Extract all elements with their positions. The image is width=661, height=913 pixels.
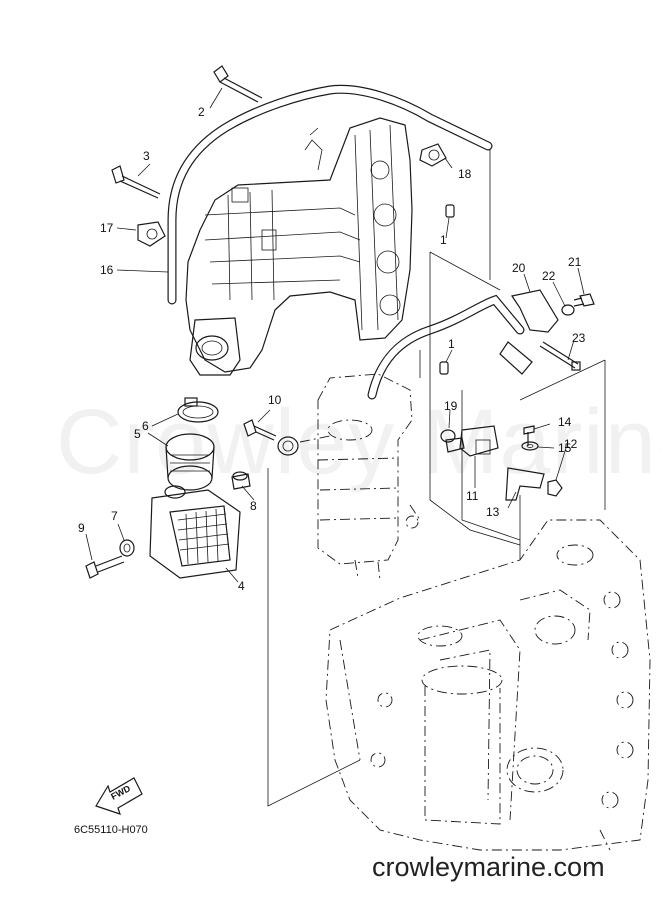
callout-6-visible: 6	[142, 419, 149, 433]
callout-15: 15	[558, 441, 572, 455]
callout-1-lower: 1	[448, 337, 455, 351]
callout-23: 23	[572, 331, 586, 345]
callout-7: 7	[111, 509, 118, 523]
bracket-13	[505, 467, 545, 501]
hose-clamp-6	[177, 397, 219, 423]
callout-10: 10	[268, 393, 282, 407]
callout-9: 9	[78, 521, 85, 535]
callout-12: 12	[564, 437, 578, 451]
callout-20: 20	[512, 261, 526, 275]
leader-lines	[85, 87, 585, 583]
reference-code: 6C55110-H070	[74, 824, 148, 836]
collar-8	[231, 471, 251, 490]
sensor-11	[445, 425, 499, 457]
vent-hose-long	[167, 84, 533, 400]
washer-22	[561, 304, 575, 316]
hose-clamp-17	[137, 221, 166, 247]
bolt-3	[111, 165, 161, 199]
nut-12	[547, 479, 563, 497]
callout-21: 21	[568, 255, 582, 269]
screw-14	[523, 425, 535, 446]
bracket-20	[511, 289, 559, 333]
callout-14: 14	[558, 415, 572, 429]
fwd-arrow-icon: FWD	[95, 777, 143, 815]
bolt-21	[573, 293, 595, 307]
band-23	[539, 341, 581, 371]
bolt-10	[243, 419, 277, 441]
engine-block	[325, 519, 651, 851]
vapor-separator	[299, 373, 421, 581]
collar-7	[119, 539, 135, 557]
grommet	[277, 436, 299, 456]
callout-8: 8	[250, 499, 257, 513]
hose-clamp-18	[419, 143, 447, 167]
callout-22: 22	[542, 269, 556, 283]
callout-19: 19	[444, 399, 458, 413]
bolt-2	[213, 65, 263, 103]
fwd-label: FWD	[109, 783, 132, 802]
joint-5	[165, 433, 215, 491]
callout-16: 16	[100, 263, 114, 277]
bolt-9	[85, 555, 125, 579]
site-url-link[interactable]: crowleymarine.com	[372, 852, 605, 882]
washer-15	[521, 441, 539, 451]
callout-5: 5	[134, 427, 141, 441]
intake-manifold	[185, 117, 413, 376]
callout-11: 11	[466, 489, 479, 503]
holder-19	[440, 429, 456, 443]
callout-13: 13	[486, 505, 500, 519]
callout-17: 17	[100, 221, 114, 235]
dowel-pin-upper	[445, 204, 455, 218]
callout-2: 2	[198, 105, 205, 119]
silencer-grid-4	[149, 485, 241, 579]
callout-3: 3	[143, 149, 150, 163]
callout-1-upper: 1	[440, 233, 447, 247]
dowel-pin-lower	[439, 361, 449, 375]
callout-18: 18	[458, 167, 472, 181]
reference-lines	[267, 150, 606, 807]
callout-4: 4	[238, 579, 245, 593]
callout-numbers: 1 1 2 3 4 5 6 7 8 9 10 11 12 13 14 15 16…	[78, 105, 586, 593]
